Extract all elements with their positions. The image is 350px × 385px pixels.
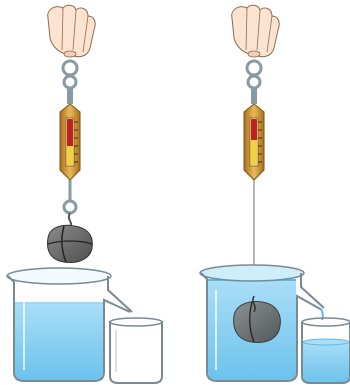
scale-bottom-hook (64, 180, 76, 228)
scale-top-hook (247, 61, 261, 104)
spring-scale-icon (60, 104, 80, 180)
scale-indicator-red (67, 119, 73, 146)
hand-icon (48, 5, 95, 57)
scale-indicator-yellow (251, 140, 257, 165)
scene-left (7, 5, 162, 383)
scale-top-hook (63, 61, 77, 104)
overflow-cup-icon (110, 318, 162, 383)
scale-indicator-yellow (67, 146, 73, 165)
spring-scale-icon (244, 104, 264, 180)
stone-icon (48, 225, 93, 262)
scene-right (200, 5, 350, 383)
overflow-cup-icon (302, 318, 350, 383)
scale-indicator-red (251, 119, 257, 140)
hand-icon (232, 5, 279, 57)
